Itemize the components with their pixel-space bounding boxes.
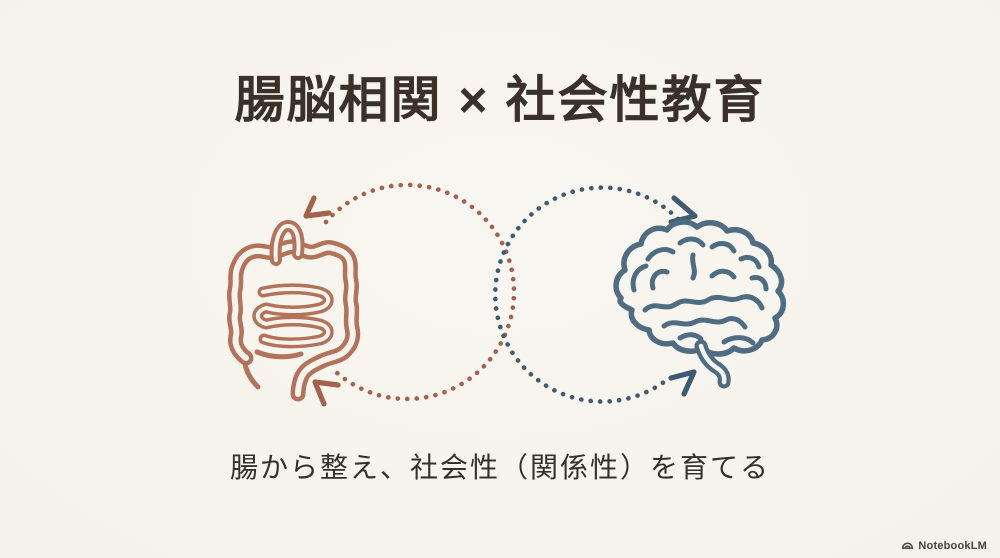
gut-loop-arrow [303,182,517,407]
brain-loop-arrow [492,185,698,404]
slide-title: 腸脳相関 × 社会性教育 [234,72,766,128]
colon-inner-erase [231,243,356,397]
ileum-line [254,349,304,360]
brain-outline [613,219,786,357]
intestines-icon [226,220,361,402]
brain-gyri [709,241,737,254]
brain-gyri [677,236,706,248]
brain-loop-arrowhead-bottom [668,369,697,397]
brain-stem-erase [698,343,727,385]
notebooklm-icon [902,542,914,549]
small-intestine-squiggle [252,283,334,349]
brain-gyri [630,263,649,293]
small-intestine-squiggle-erase [255,287,331,345]
brain-gyri-mid-fold [642,294,765,313]
brain-icon [613,219,786,389]
gut-loop-arrowhead-top [303,195,332,219]
gut-loop-arrowhead-bottom [312,379,341,407]
cerebellum-arc [721,335,756,346]
notebooklm-watermark: NotebookLM [901,539,987,552]
brain-gyri [649,268,670,291]
brain-loop-dotted-arc [492,185,681,404]
slide-caption: 腸から整え、社会性（関係性）を育てる [229,452,770,483]
brain-loop-arrowhead-top [668,195,698,225]
brain-gyri [749,275,769,292]
notebooklm-label: NotebookLM [918,539,987,552]
gut-loop-dotted-arc [323,182,517,402]
brain-gyri [645,247,676,262]
brain-gyri [738,254,762,270]
brain-gyri-lower-fold [661,316,748,330]
brain-gyri [690,252,697,281]
brain-gyri [677,332,704,342]
appendix-line [242,361,261,390]
duodenum-tube-erase [273,224,301,262]
brain-gyri [709,268,737,280]
